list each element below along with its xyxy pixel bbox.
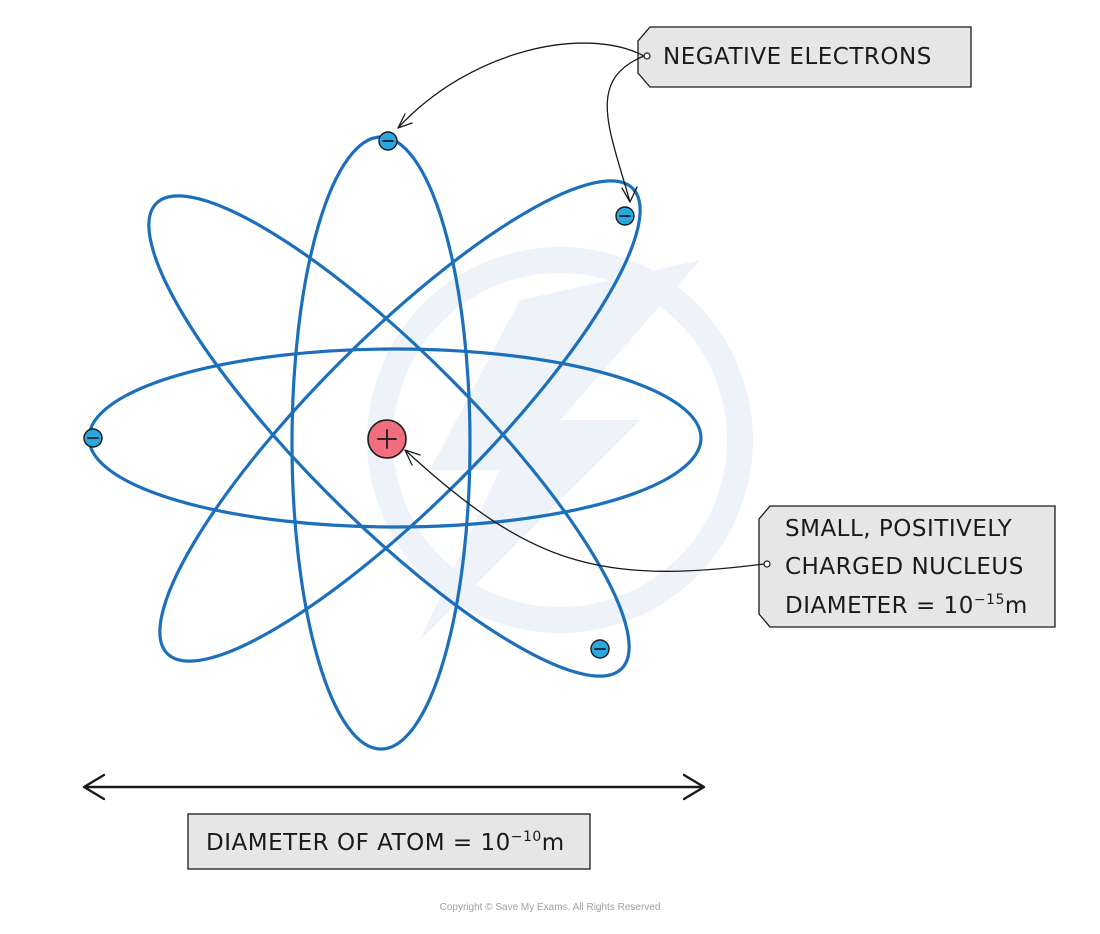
atom-diameter-text: DIAMETER OF ATOM = 10 <box>206 830 511 856</box>
nucleus-diameter-exponent: −15 <box>973 592 1005 608</box>
electron <box>590 639 610 659</box>
electron-pointer-arrow <box>397 42 645 129</box>
electron <box>378 131 398 151</box>
nucleus-label-text: SMALL, POSITIVELY <box>785 516 1013 542</box>
atom-diameter-exponent: −10 <box>510 829 542 845</box>
arrowhead-icon <box>397 113 413 129</box>
electron-pointer-arrow <box>606 55 645 203</box>
atom-diameter-unit: m <box>541 830 565 856</box>
atom-diameter-label: DIAMETER OF ATOM = 10−10m <box>206 829 565 856</box>
nucleus-label-text: CHARGED NUCLEUS <box>785 554 1024 580</box>
watermark-logo <box>367 247 753 640</box>
electron <box>83 428 103 448</box>
nucleus-label-line1: SMALL, POSITIVELY <box>785 518 1012 541</box>
nucleus-diameter-unit: m <box>1004 593 1028 619</box>
tag-hole <box>763 560 771 568</box>
nucleus-diameter-text: DIAMETER = 10 <box>785 593 974 619</box>
tag-hole <box>643 52 651 60</box>
nucleus-label-box <box>758 505 1056 628</box>
nucleus-label-line2: CHARGED NUCLEUS <box>785 556 1024 579</box>
nucleus-label-line3: DIAMETER = 10−15m <box>785 592 1028 619</box>
electrons-label-text: NEGATIVE ELECTRONS <box>663 44 932 70</box>
electron <box>615 206 635 226</box>
arrowhead-left-icon <box>82 773 106 801</box>
arrowhead-icon <box>621 186 638 203</box>
electrons-label-box <box>637 26 972 88</box>
electrons-label: NEGATIVE ELECTRONS <box>663 46 932 69</box>
nucleus-pointer-arrow <box>404 449 765 572</box>
arrowhead-right-icon <box>682 773 706 801</box>
atom-diameter-box <box>187 813 591 870</box>
nucleus <box>367 419 407 459</box>
orbit-diagonal-rising <box>158 179 642 663</box>
copyright-notice: Copyright © Save My Exams. All Rights Re… <box>439 902 661 913</box>
arrowhead-icon <box>404 449 421 466</box>
orbit-diagonal-falling <box>147 194 631 678</box>
